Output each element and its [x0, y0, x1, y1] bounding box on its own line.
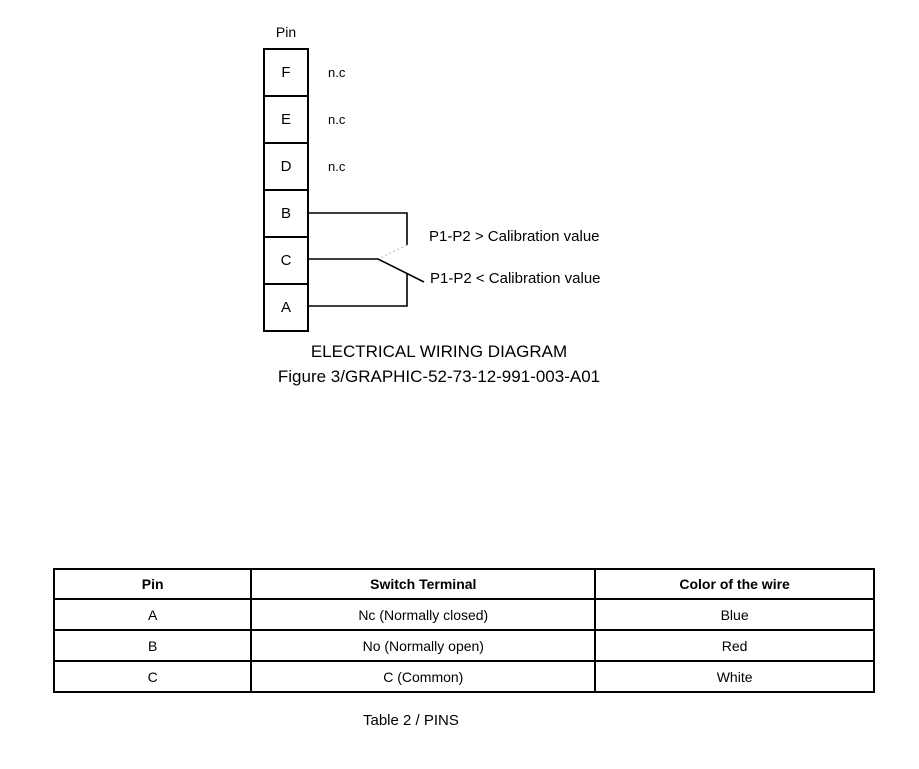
cell-pin: B: [52, 629, 253, 662]
cell-terminal: C (Common): [250, 660, 597, 693]
cell-color: White: [594, 660, 875, 693]
table-row-a: A Nc (Normally closed) Blue: [52, 598, 875, 631]
table-header-row: Pin Switch Terminal Color of the wire: [52, 568, 875, 600]
pin-box-d: D: [263, 142, 309, 191]
cell-color: Red: [594, 629, 875, 662]
nc-label-pin-f: n.c: [328, 65, 346, 80]
cell-color: Blue: [594, 598, 875, 631]
switch-alternate-position-line: [377, 244, 408, 260]
condition-greater-label: P1-P2 > Calibration value: [429, 228, 600, 245]
condition-less-label: P1-P2 < Calibration value: [430, 270, 601, 287]
figure-title: ELECTRICAL WIRING DIAGRAM: [310, 342, 568, 361]
table-caption: Table 2 / PINS: [363, 712, 459, 729]
figure-caption: Figure 3/GRAPHIC-52-73-12-991-003-A01: [277, 367, 601, 386]
pin-connector: F E D B C A: [263, 48, 309, 332]
table-row-b: B No (Normally open) Red: [52, 629, 875, 662]
wire-pin-b: [308, 212, 408, 245]
pin-column-header: Pin: [275, 24, 297, 40]
header-pin: Pin: [52, 568, 253, 600]
figure-title-block: ELECTRICAL WIRING DIAGRAM Figure 3/GRAPH…: [139, 342, 739, 387]
wire-pin-c-switch-arm: [308, 258, 425, 283]
pin-box-a: A: [263, 283, 309, 332]
nc-label-pin-e: n.c: [328, 112, 346, 127]
pin-box-b: B: [263, 189, 309, 238]
pin-box-c: C: [263, 236, 309, 285]
cell-terminal: No (Normally open): [250, 629, 597, 662]
pin-box-f: F: [263, 48, 309, 97]
header-color-of-wire: Color of the wire: [594, 568, 875, 600]
cell-pin: C: [52, 660, 253, 693]
wire-pin-a: [308, 274, 408, 307]
cell-terminal: Nc (Normally closed): [250, 598, 597, 631]
nc-label-pin-d: n.c: [328, 159, 346, 174]
table-row-c: C C (Common) White: [52, 660, 875, 693]
header-switch-terminal: Switch Terminal: [250, 568, 597, 600]
cell-pin: A: [52, 598, 253, 631]
pin-box-e: E: [263, 95, 309, 144]
pins-table: Pin Switch Terminal Color of the wire A …: [52, 568, 875, 693]
